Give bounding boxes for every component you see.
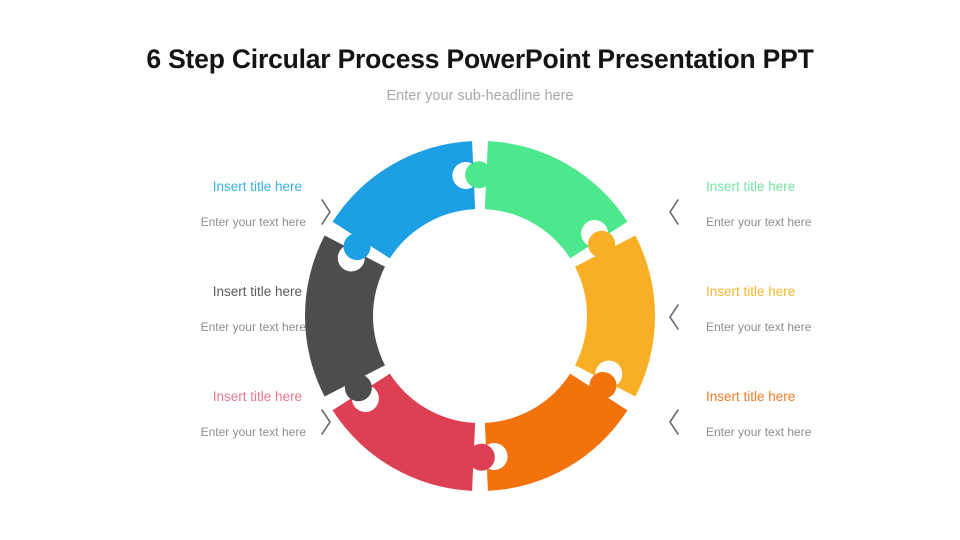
left-label-title-1: Insert title here: [212, 179, 302, 194]
right-label-title-2: Insert title here: [706, 284, 796, 299]
left-label-text-1: Enter your text here: [200, 214, 306, 229]
right-label-item-1[interactable]: Insert title here Enter your text here: [669, 179, 880, 285]
left-label-item-2[interactable]: Insert title here Enter your text here: [126, 284, 331, 390]
page-title: 6 Step Circular Process PowerPoint Prese…: [146, 44, 814, 74]
gear-badge-person-icon: [413, 228, 445, 257]
puzzle-segment-step-3[interactable]: [484, 371, 628, 491]
chevron-right-icon: [318, 407, 334, 437]
page-subtitle: Enter your sub-headline here: [386, 88, 574, 105]
right-label-column: Insert title here Enter your text here I…: [669, 179, 880, 495]
puzzle-segment-step-1[interactable]: [465, 141, 628, 259]
puzzle-segment-step-2[interactable]: [574, 230, 655, 397]
left-label-text-2: Enter your text here: [200, 319, 306, 334]
right-label-title-3: Insert title here: [706, 389, 796, 404]
puzzle-segment-step-6[interactable]: [332, 141, 476, 261]
left-label-text-3: Enter your text here: [200, 424, 306, 439]
right-label-item-3[interactable]: Insert title here Enter your text here: [669, 389, 880, 495]
right-label-text-3: Enter your text here: [706, 424, 812, 439]
chevron-right-icon: [318, 197, 334, 227]
left-label-title-2: Insert title here: [212, 284, 302, 299]
puzzle-segment-step-5[interactable]: [305, 235, 386, 402]
chevron-left-icon: [666, 197, 682, 227]
left-label-column: Insert title here Enter your text here I…: [126, 179, 331, 495]
puzzle-ring: [305, 141, 655, 491]
chevron-left-icon: [666, 407, 682, 437]
person-idea-icon: [616, 436, 643, 467]
circular-puzzle-diagram: [300, 136, 660, 496]
slide-header: 6 Step Circular Process PowerPoint Prese…: [0, 44, 960, 104]
right-label-title-1: Insert title here: [706, 179, 796, 194]
puzzle-segment-step-4[interactable]: [332, 373, 495, 491]
left-label-item-1[interactable]: Insert title here Enter your text here: [126, 179, 331, 285]
left-label-item-3[interactable]: Insert title here Enter your text here: [126, 389, 331, 495]
right-label-item-2[interactable]: Insert title here Enter your text here: [669, 284, 880, 390]
right-label-text-1: Enter your text here: [706, 214, 812, 229]
left-label-title-3: Insert title here: [212, 389, 302, 404]
rocket-icon: [538, 302, 564, 334]
chevron-left-icon: [666, 302, 682, 332]
right-label-text-2: Enter your text here: [706, 319, 812, 334]
